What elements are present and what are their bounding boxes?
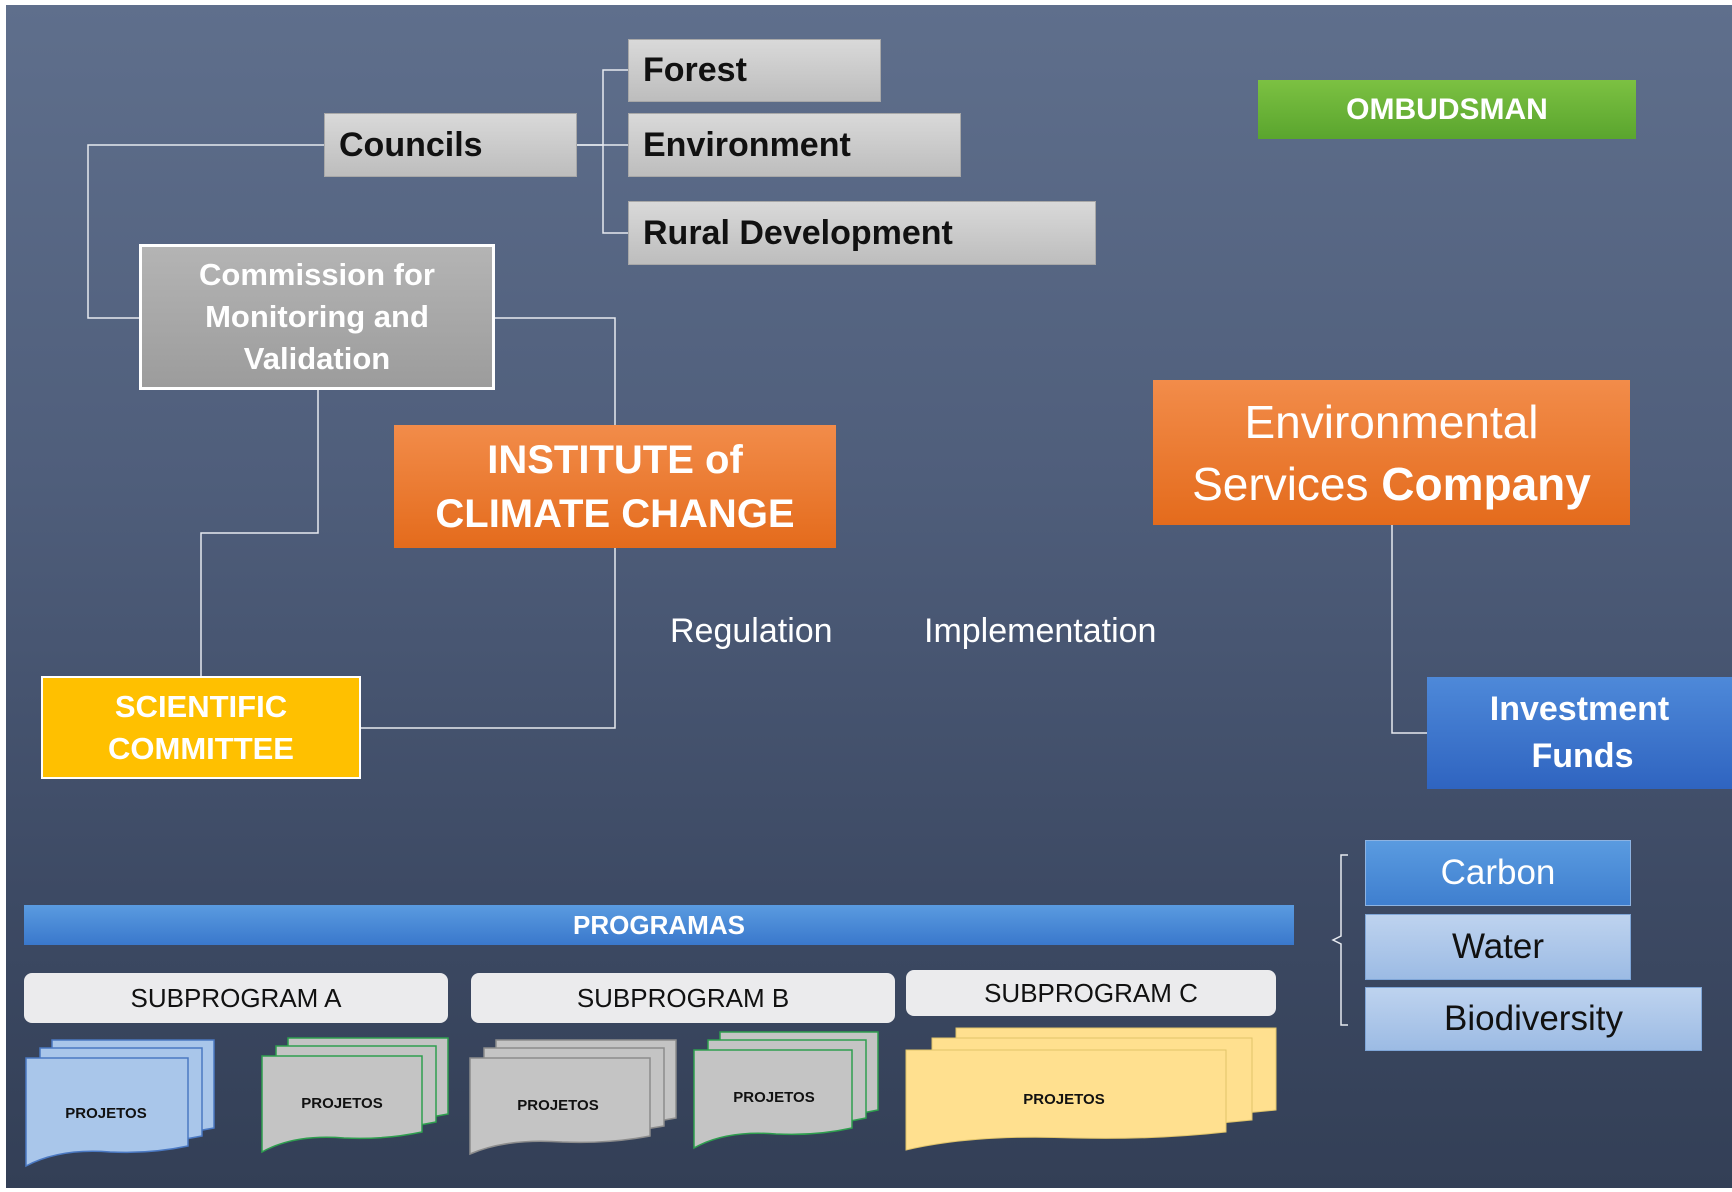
commission-line2: Monitoring and	[205, 299, 429, 334]
scientific-line1: SCIENTIFIC	[114, 688, 288, 724]
council-environment: Environment	[628, 113, 961, 177]
project-stack-4: PROJETOS	[693, 1031, 879, 1150]
fund-carbon: Carbon	[1365, 840, 1631, 906]
commission-line3: Validation	[243, 341, 391, 376]
company-line1: Environmental	[1244, 395, 1539, 448]
subprogram-c-label: SUBPROGRAM C	[984, 977, 1198, 1008]
subprogram-b-label: SUBPROGRAM B	[576, 982, 790, 1013]
subprogram-a-label: SUBPROGRAM A	[130, 982, 342, 1013]
investment-line2: Funds	[1531, 737, 1634, 775]
council-environment-label: Environment	[643, 125, 851, 164]
implementation-label: Implementation	[924, 612, 1157, 650]
project-stack-3: PROJETOS	[469, 1039, 677, 1156]
councils-box: Councils	[324, 113, 577, 177]
commission-line1: Commission for	[199, 257, 435, 292]
project-label-1: PROJETOS	[65, 1105, 146, 1122]
connector-company-investment	[1391, 525, 1427, 734]
fund-carbon-label: Carbon	[1440, 853, 1556, 892]
programas-label: PROGRAMAS	[573, 909, 745, 940]
subprogram-c: SUBPROGRAM C	[906, 970, 1276, 1016]
councils-label: Councils	[339, 125, 483, 164]
regulation-label: Regulation	[670, 612, 833, 650]
council-forest: Forest	[628, 39, 881, 102]
brace	[1331, 854, 1348, 1026]
project-label-2: PROJETOS	[301, 1095, 382, 1112]
ombudsman-box: OMBUDSMAN	[1258, 80, 1636, 139]
subprogram-b: SUBPROGRAM B	[471, 973, 895, 1023]
connector-institute-scientific	[361, 548, 616, 729]
scientific-committee-box: SCIENTIFIC COMMITTEE	[41, 676, 361, 779]
institute-line2: CLIMATE CHANGE	[435, 491, 795, 536]
company-line2-prefix: Services	[1192, 457, 1382, 510]
company-box: Environmental Services Company	[1153, 380, 1630, 525]
connector-commission-institute	[495, 317, 616, 425]
subprogram-a: SUBPROGRAM A	[24, 973, 448, 1023]
investment-line1: Investment	[1489, 690, 1670, 728]
institute-line1: INSTITUTE of	[487, 437, 743, 482]
project-label-3: PROJETOS	[517, 1097, 598, 1114]
council-forest-label: Forest	[643, 51, 747, 89]
project-stack-5: PROJETOS	[905, 1027, 1277, 1151]
company-line2: Services Company	[1192, 453, 1591, 515]
commission-box: Commission for Monitoring and Validation	[139, 244, 495, 390]
project-stack-1: PROJETOS	[25, 1039, 215, 1168]
project-label-4: PROJETOS	[733, 1089, 814, 1106]
project-stack-2: PROJETOS	[261, 1037, 449, 1154]
connector-commission-scientific	[200, 390, 319, 676]
council-rural-label: Rural Development	[643, 213, 953, 252]
scientific-line2: COMMITTEE	[108, 730, 294, 766]
company-line2-bold: Company	[1381, 457, 1591, 510]
investment-funds-box: Investment Funds	[1427, 677, 1732, 789]
project-label-5: PROJETOS	[1023, 1091, 1104, 1108]
fund-biodiversity-label: Biodiversity	[1444, 999, 1623, 1038]
connector-councils-forest	[577, 69, 628, 146]
fund-biodiversity: Biodiversity	[1365, 987, 1702, 1051]
institute-box: INSTITUTE of CLIMATE CHANGE	[394, 425, 836, 548]
ombudsman-label: OMBUDSMAN	[1346, 92, 1548, 126]
fund-water: Water	[1365, 914, 1631, 980]
programas-bar: PROGRAMAS	[24, 905, 1294, 945]
connector-councils-commission	[87, 144, 324, 319]
council-rural-development: Rural Development	[628, 201, 1096, 265]
connector-councils-rural	[602, 145, 628, 234]
fund-water-label: Water	[1451, 927, 1545, 966]
